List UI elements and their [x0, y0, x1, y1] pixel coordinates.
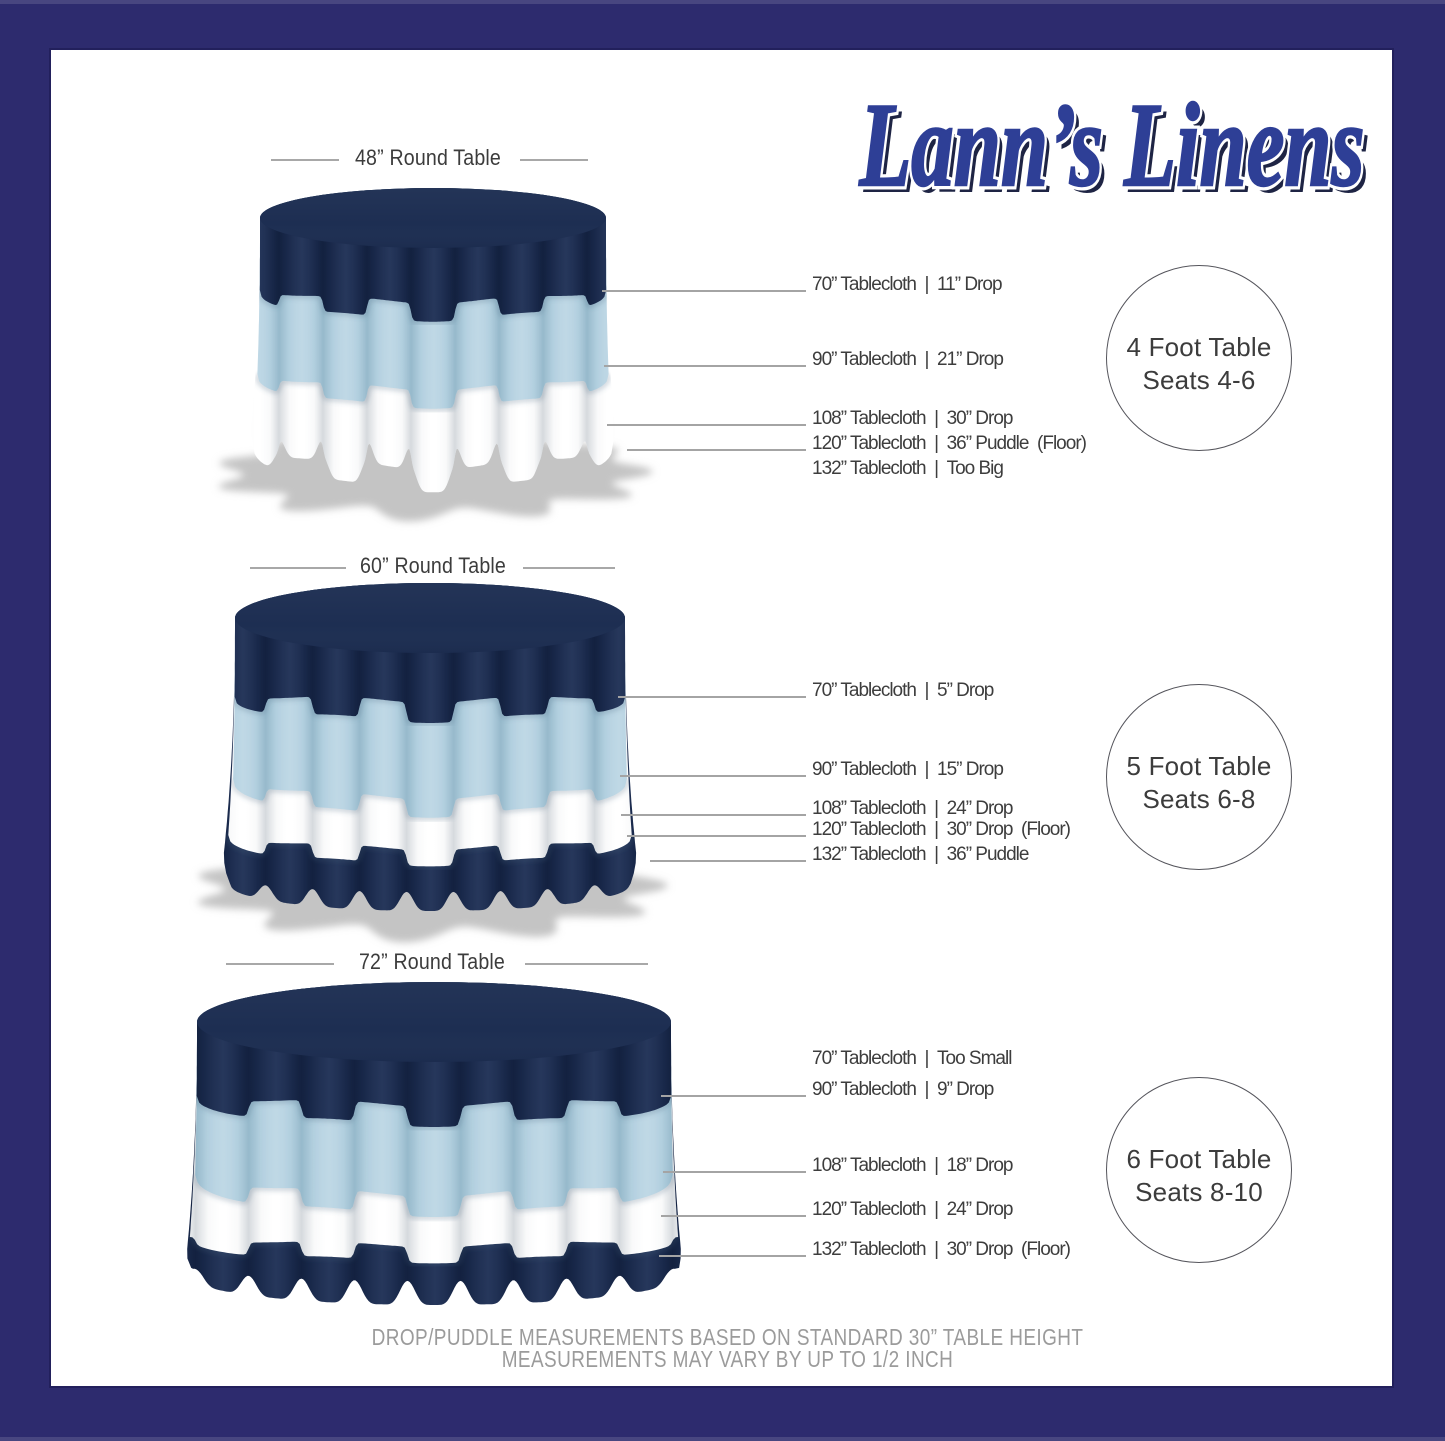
svg-text:Lann’s Linens: Lann’s Linens [859, 78, 1365, 211]
svg-text:Lann’s Linens: Lann’s Linens [859, 78, 1365, 211]
svg-text:Lann’s Linens: Lann’s Linens [864, 84, 1370, 217]
